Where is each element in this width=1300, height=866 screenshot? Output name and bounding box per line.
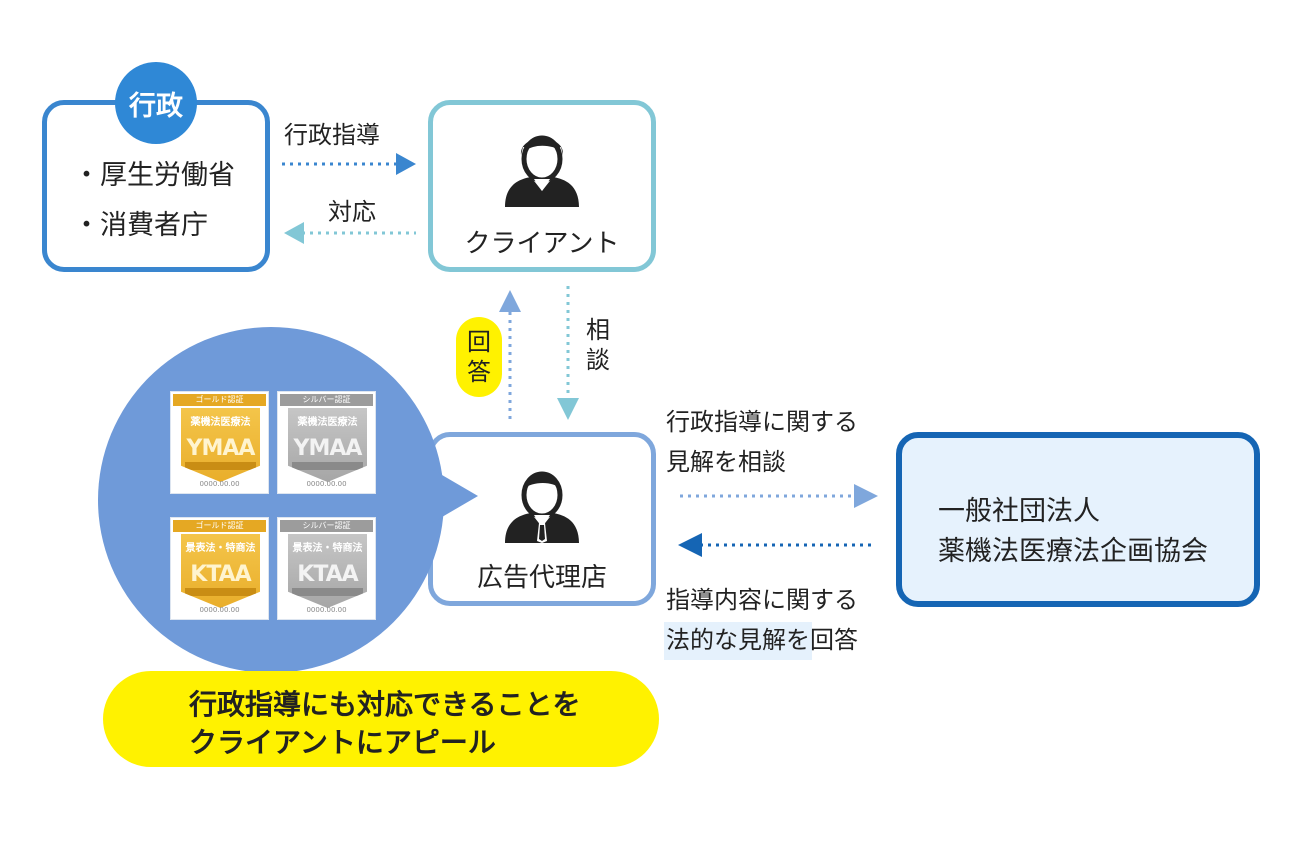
cert-header: シルバー認証	[280, 520, 373, 532]
label-assoc-to-agency-line2: 法的な見解を回答	[666, 626, 858, 654]
appeal-line2: クライアントにアピール	[189, 726, 496, 759]
person-icon	[505, 471, 579, 543]
label-gov-to-client: 行政指導	[284, 121, 380, 149]
cert-code: KTAA	[190, 562, 251, 587]
label-consult-char2: 談	[586, 346, 610, 374]
cert-date: 0000.00.00	[199, 480, 240, 488]
cert-header: シルバー認証	[280, 394, 373, 406]
cert-title: 薬機法医療法	[297, 417, 358, 428]
association-line2: 薬機法医療法企画協会	[938, 536, 1208, 567]
cert-ymaa-silver: シルバー認証 薬機法医療法 YMAA 0000.00.00	[277, 391, 376, 494]
cert-ktaa-silver: シルバー認証 景表法・特商法 KTAA 0000.00.00	[277, 517, 376, 620]
cert-ribbon	[292, 588, 363, 596]
label-answer-char2: 答	[467, 358, 491, 386]
arrowhead-up-icon	[499, 290, 521, 312]
label-consult: 相 談	[583, 315, 613, 375]
agency-label: 広告代理店	[476, 563, 607, 593]
arrowhead-down-icon	[557, 398, 579, 420]
label-agency-to-assoc-line2: 見解を相談	[666, 448, 786, 476]
label-assoc-to-agency-line1: 指導内容に関する	[666, 586, 858, 614]
person-icon	[505, 135, 579, 207]
label-consult-char1: 相	[586, 316, 610, 344]
appeal-banner: 行政指導にも対応できることを クライアントにアピール	[103, 671, 659, 767]
cert-ribbon	[292, 462, 363, 470]
label-assoc-to-agency: 指導内容に関する 法的な見解を回答	[666, 580, 858, 660]
client-box: クライアント	[428, 100, 656, 272]
cert-badge: 薬機法医療法 YMAA	[288, 408, 367, 482]
arrowhead-left-icon	[284, 222, 304, 244]
label-client-to-gov: 対応	[328, 198, 376, 226]
cert-ymaa-gold: ゴールド認証 薬機法医療法 YMAA 0000.00.00	[170, 391, 269, 494]
certification-bubble	[98, 327, 444, 673]
bubble-tail	[430, 468, 478, 524]
arrowhead-left-icon	[678, 533, 702, 557]
cert-code: YMAA	[293, 436, 363, 461]
agency-box: 広告代理店	[428, 432, 656, 606]
arrowhead-right-icon	[396, 153, 416, 175]
cert-ktaa-gold: ゴールド認証 景表法・特商法 KTAA 0000.00.00	[170, 517, 269, 620]
cert-code: KTAA	[297, 562, 358, 587]
cert-title: 景表法・特商法	[292, 543, 363, 554]
association-box: 一般社団法人 薬機法医療法企画協会	[896, 432, 1260, 607]
cert-date: 0000.00.00	[199, 606, 240, 614]
government-badge: 行政	[115, 62, 197, 144]
gov-item-mhlw: ・厚生労働省	[73, 160, 235, 191]
client-label: クライアント	[464, 229, 620, 259]
cert-code: YMAA	[186, 436, 256, 461]
appeal-line1: 行政指導にも対応できることを	[189, 688, 581, 721]
cert-date: 0000.00.00	[306, 480, 347, 488]
answer-badge: 回 答	[456, 317, 502, 397]
cert-badge: 景表法・特商法 KTAA	[288, 534, 367, 608]
cert-badge: 景表法・特商法 KTAA	[181, 534, 260, 608]
label-answer-char1: 回	[467, 328, 491, 356]
cert-badge: 薬機法医療法 YMAA	[181, 408, 260, 482]
association-line1: 一般社団法人	[938, 496, 1100, 527]
association-name: 一般社団法人 薬機法医療法企画協会	[938, 492, 1208, 572]
arrowhead-right-icon	[854, 484, 878, 508]
cert-date: 0000.00.00	[306, 606, 347, 614]
cert-ribbon	[185, 588, 256, 596]
cert-title: 薬機法医療法	[190, 417, 251, 428]
cert-ribbon	[185, 462, 256, 470]
gov-item-caa: ・消費者庁	[73, 210, 208, 241]
cert-header: ゴールド認証	[173, 394, 266, 406]
label-agency-to-assoc-line1: 行政指導に関する	[666, 408, 858, 436]
cert-title: 景表法・特商法	[185, 543, 256, 554]
answer-highlight	[664, 622, 812, 660]
label-agency-to-assoc: 行政指導に関する 見解を相談	[666, 402, 858, 482]
cert-header: ゴールド認証	[173, 520, 266, 532]
